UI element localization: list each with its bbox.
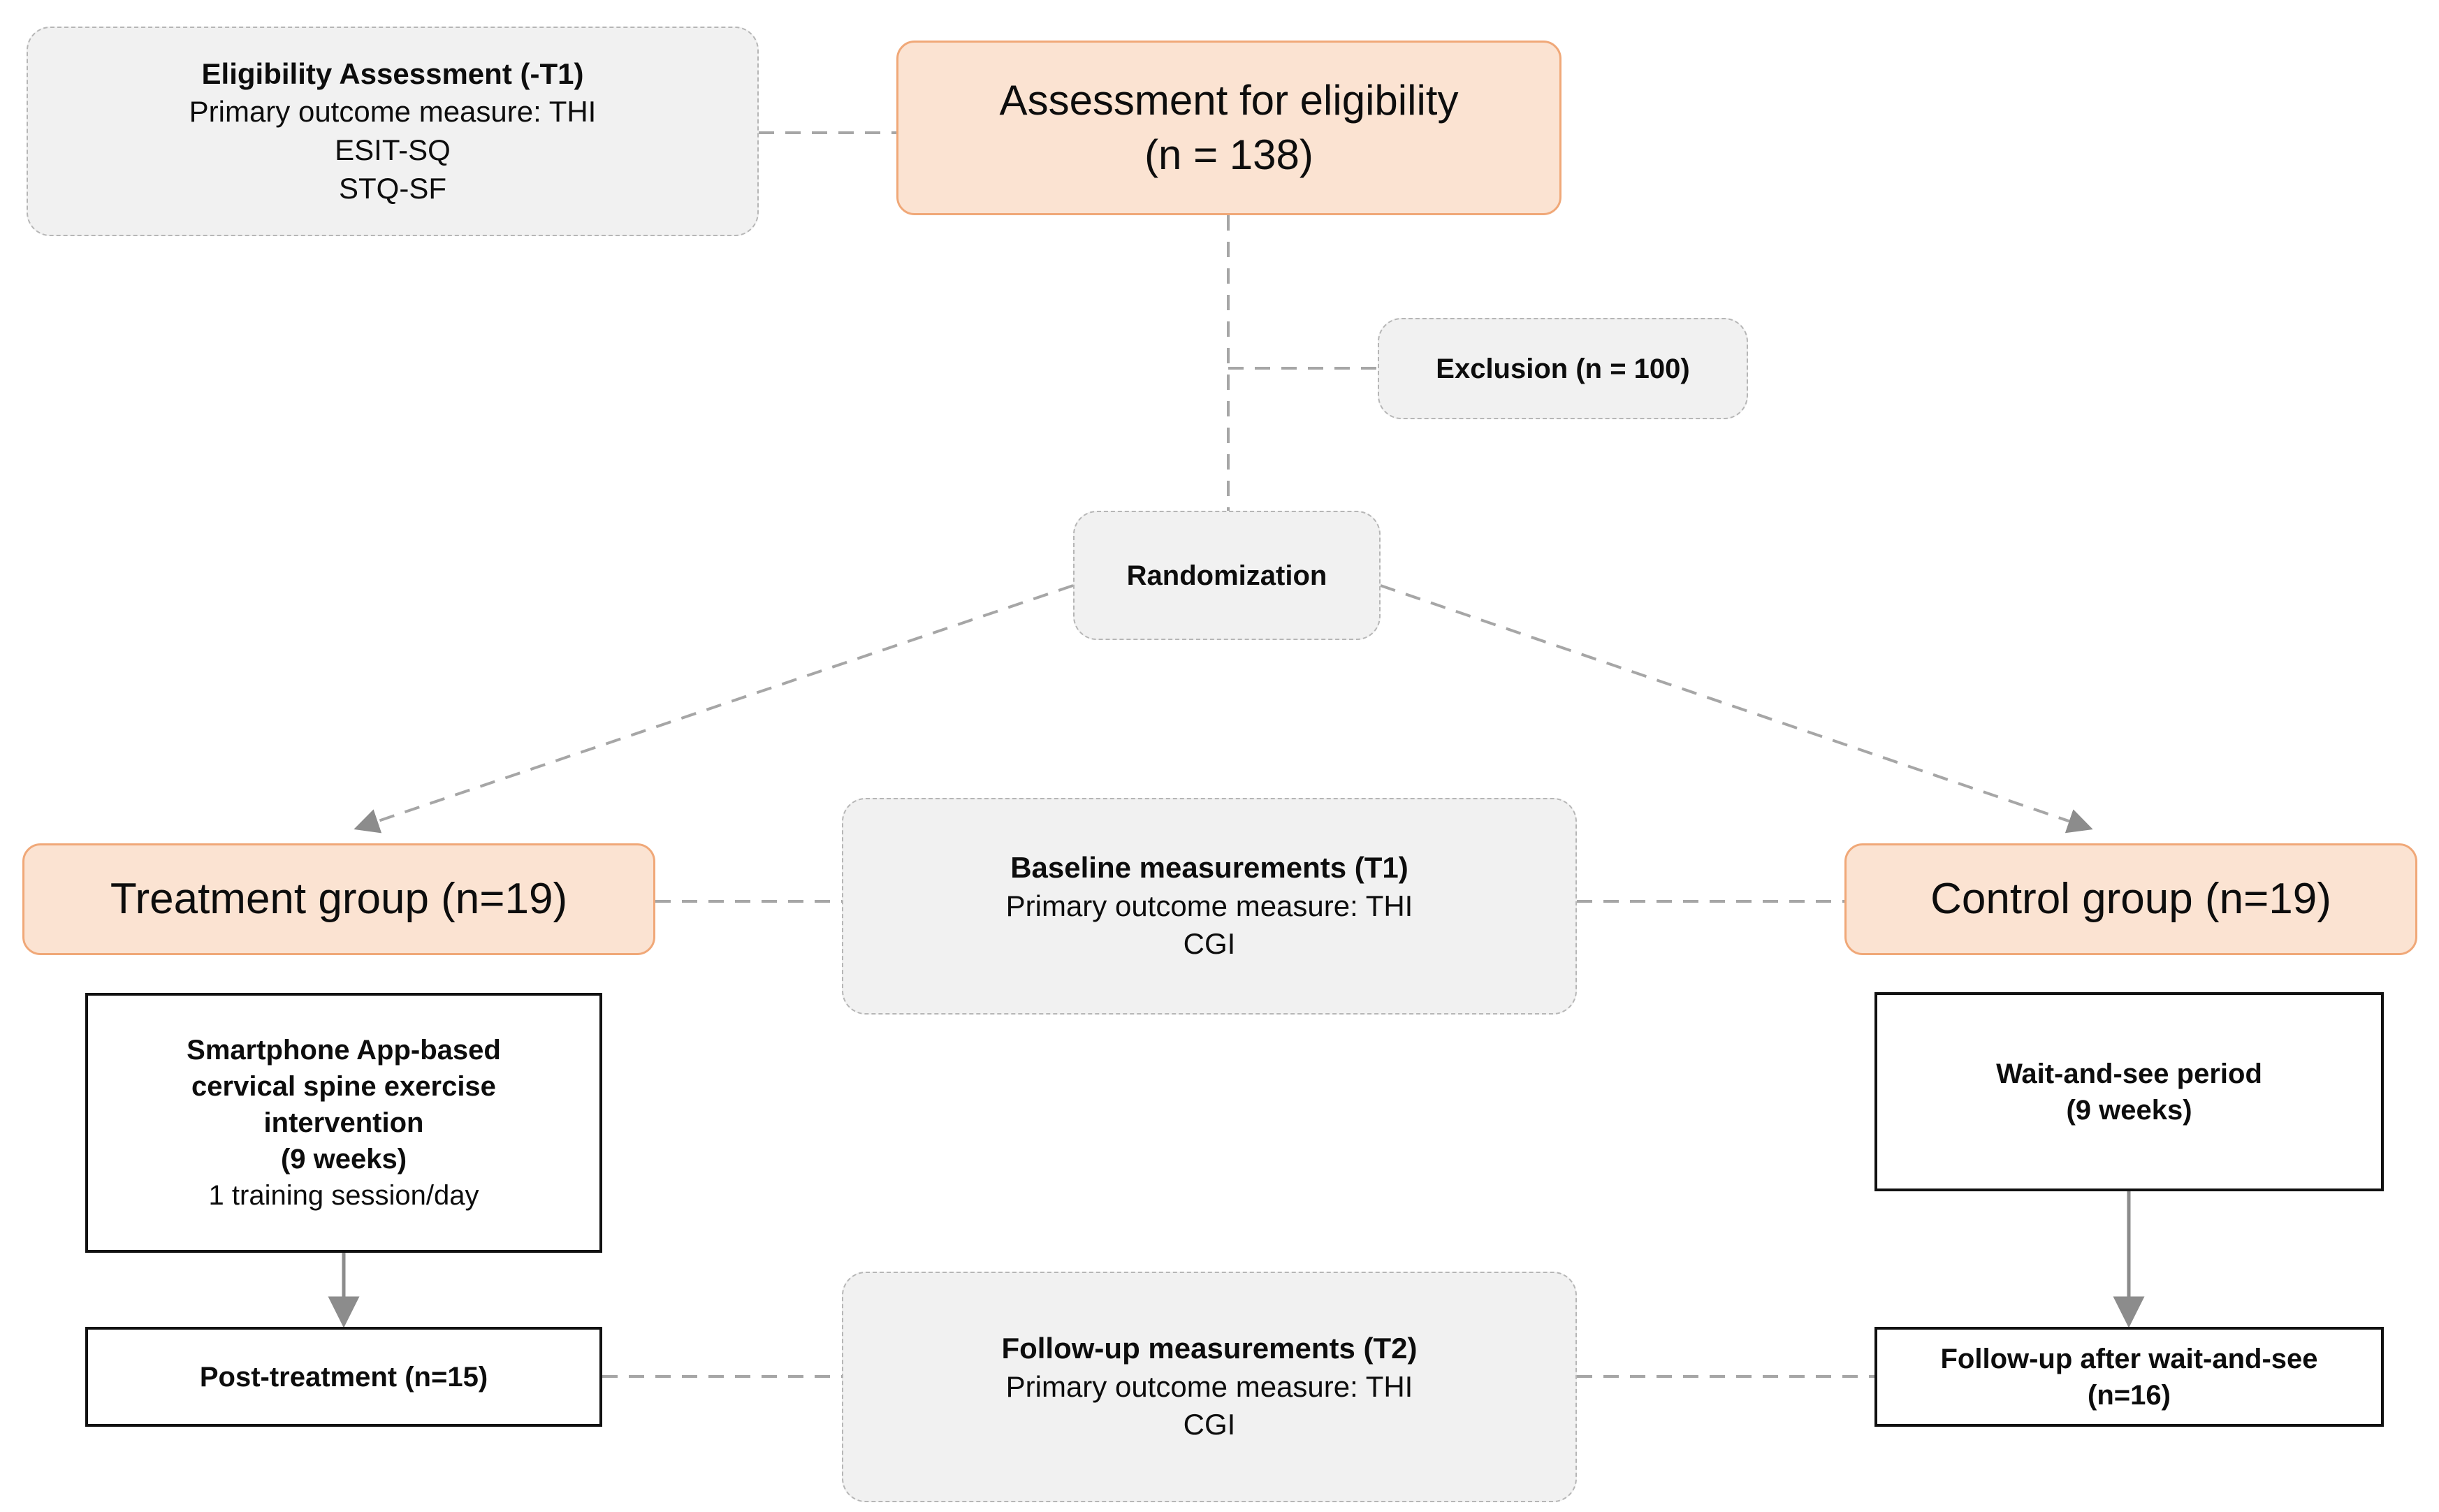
node-randomization[interactable]: Randomization (1073, 511, 1381, 640)
node-line: Wait-and-see period (1996, 1058, 2262, 1089)
node-line: cervical spine exercise (191, 1071, 496, 1102)
node-line: Randomization (1126, 560, 1327, 591)
node-line: CGI (1183, 927, 1236, 961)
node-line: Exclusion (n = 100) (1436, 353, 1690, 384)
node-line: ESIT-SQ (335, 133, 451, 166)
node-line: Primary outcome measure: THI (1005, 889, 1413, 922)
node-treatment-group[interactable]: Treatment group (n=19) (22, 843, 655, 955)
node-line: 1 training session/day (208, 1180, 479, 1211)
node-line: Follow-up measurements (T2) (1001, 1332, 1418, 1365)
node-line: Assessment for eligibility (999, 77, 1459, 124)
node-line: (9 weeks) (2066, 1094, 2192, 1126)
node-assessment-for-eligibility[interactable]: Assessment for eligibility (n = 138) (896, 41, 1561, 215)
node-followup-measurements[interactable]: Follow-up measurements (T2) Primary outc… (842, 1272, 1577, 1502)
node-line: Treatment group (n=19) (110, 874, 568, 923)
node-line: Follow-up after wait-and-see (1940, 1343, 2318, 1374)
node-intervention[interactable]: Smartphone App-based cervical spine exer… (85, 993, 602, 1253)
node-line: STQ-SF (339, 171, 446, 205)
node-followup-after-wait-and-see[interactable]: Follow-up after wait-and-see (n=16) (1874, 1327, 2384, 1427)
node-line: CGI (1183, 1408, 1236, 1441)
node-line: (n=16) (2088, 1379, 2171, 1411)
node-line: Primary outcome measure: THI (189, 95, 597, 129)
node-line: (9 weeks) (280, 1144, 407, 1175)
node-line: intervention (263, 1107, 424, 1138)
node-exclusion[interactable]: Exclusion (n = 100) (1378, 318, 1748, 419)
node-post-treatment[interactable]: Post-treatment (n=15) (85, 1327, 602, 1427)
node-line: (n = 138) (1144, 131, 1313, 178)
node-control-group[interactable]: Control group (n=19) (1844, 843, 2417, 955)
node-line: Primary outcome measure: THI (1005, 1369, 1413, 1403)
node-line: Post-treatment (n=15) (199, 1361, 488, 1393)
node-line: Control group (n=19) (1930, 874, 2331, 923)
edge-randomization-to-treatment (354, 584, 1074, 834)
node-line: Smartphone App-based (187, 1035, 501, 1066)
node-line: Eligibility Assessment (-T1) (201, 57, 584, 90)
node-line: Baseline measurements (T1) (1010, 851, 1408, 885)
node-wait-and-see-period[interactable]: Wait-and-see period (9 weeks) (1874, 992, 2384, 1191)
node-eligibility-assessment[interactable]: Eligibility Assessment (-T1) Primary out… (27, 27, 759, 236)
node-baseline-measurements[interactable]: Baseline measurements (T1) Primary outco… (842, 798, 1577, 1015)
edge-randomization-to-control (1380, 584, 2093, 834)
